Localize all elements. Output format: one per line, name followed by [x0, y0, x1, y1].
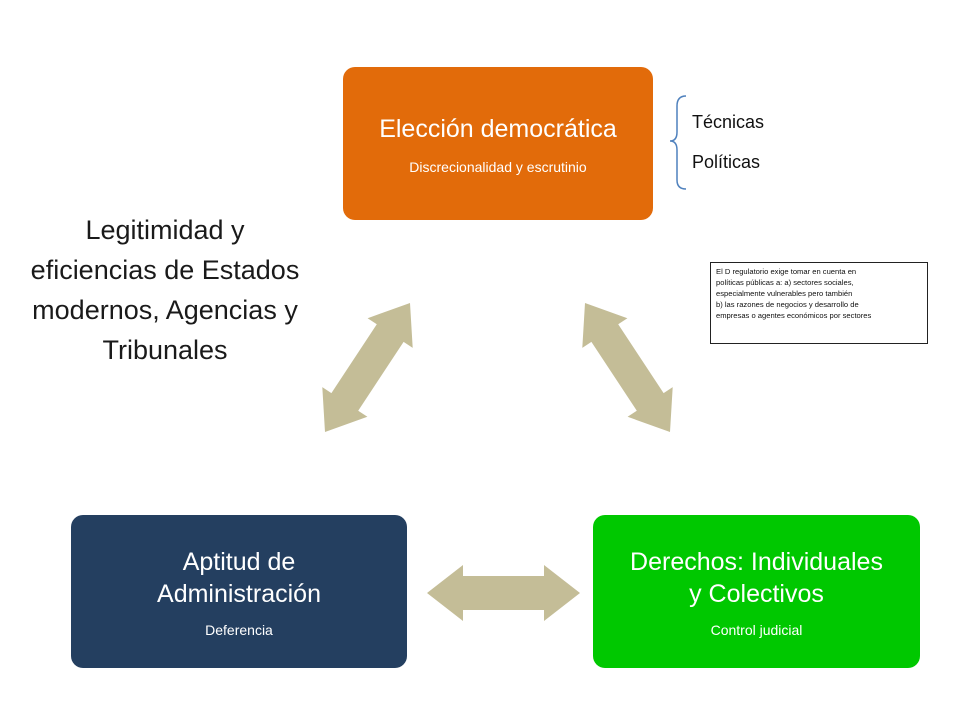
node-title-line: Administración — [157, 579, 321, 608]
arrows-group — [322, 303, 673, 621]
branch-politicas: Políticas — [692, 152, 761, 172]
side-title-line: eficiencias de Estados — [30, 255, 300, 285]
node-aptitud-administracion: Aptitud de Administración Deferencia — [71, 515, 407, 668]
node-subtitle: Discrecionalidad y escrutinio — [409, 158, 587, 175]
node-subtitle: Deferencia — [205, 621, 273, 638]
note-box: El D regulatorio exige tomar en cuenta e… — [710, 262, 928, 344]
node-eleccion-democratica: Elección democrática Discrecionalidad y … — [343, 67, 653, 220]
side-title-line: modernos, Agencias y — [32, 295, 298, 325]
branch-bracket — [669, 95, 687, 190]
branch-tecnicas: Técnicas — [692, 112, 765, 132]
note-line: El D regulatorio exige tomar en cuenta e… — [716, 267, 857, 276]
node-title: Derechos: Individuales y Colectivos — [630, 546, 883, 610]
arrow-aptitud-derechos — [427, 565, 580, 621]
note-line: especialmente vulnerables pero también — [716, 289, 853, 298]
node-title-line: y Colectivos — [689, 579, 824, 608]
note-line: b) las razones de negocios y desarrollo … — [716, 300, 859, 309]
side-title: Legitimidad y eficiencias de Estados mod… — [10, 210, 320, 370]
note-line: políticas públicas a: a) sectores social… — [716, 278, 854, 287]
node-title: Aptitud de Administración — [157, 546, 321, 610]
side-title-line: Tribunales — [102, 335, 228, 365]
node-derechos: Derechos: Individuales y Colectivos Cont… — [593, 515, 920, 668]
node-title-line: Aptitud de — [182, 547, 296, 576]
arrow-eleccion-aptitud — [322, 303, 413, 432]
node-subtitle: Control judicial — [710, 621, 803, 638]
node-title-line: Derechos: Individuales — [630, 547, 883, 576]
note-line: empresas o agentes económicos por sector… — [716, 311, 872, 320]
node-title: Elección democrática — [379, 114, 617, 143]
side-title-line: Legitimidad y — [85, 215, 245, 245]
arrow-eleccion-derechos — [582, 303, 673, 432]
